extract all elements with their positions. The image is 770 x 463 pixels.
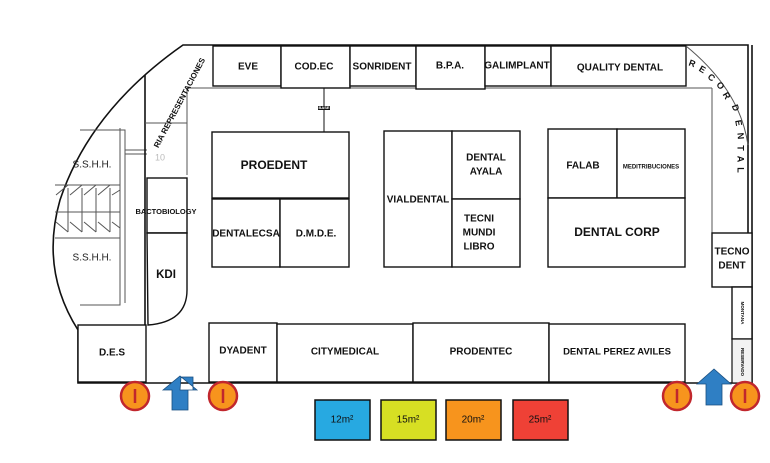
booth-codec[interactable] (280, 45, 351, 89)
svg-text:E: E (697, 64, 707, 76)
booth-falab[interactable] (547, 128, 618, 199)
quality-dental-label: QUALITY DENTAL (577, 63, 663, 74)
exit-marker (729, 380, 761, 412)
legend-label-15: 15m² (397, 415, 420, 426)
outer-wall (52, 44, 749, 384)
dental-perez-aviles-label: DENTAL PEREZ AVILES (563, 347, 671, 358)
prodentec-label: PRODENTEC (450, 347, 513, 358)
top-row: EVE COD.EC SONRIDENT B.P.A. GALIMPLANT Q… (212, 45, 687, 90)
island-center: VIALDENTAL DENTAL AYALA TECNI MUNDI LIBR… (383, 130, 521, 268)
booth-bactobiology[interactable] (146, 177, 188, 234)
svg-text:E: E (733, 119, 744, 127)
dental-ayala-label-2: AYALA (470, 167, 503, 178)
exit-marker: I (119, 380, 151, 412)
entrance-arrow-icon (161, 375, 199, 411)
space-number-10: 10 (155, 152, 165, 162)
svg-text:A: A (736, 156, 746, 163)
legend-label-12: 12m² (331, 415, 354, 426)
svg-text:D: D (730, 103, 742, 113)
svg-text:R: R (687, 58, 697, 70)
booth-dmde[interactable] (279, 198, 350, 268)
falab-label: FALAB (566, 161, 599, 172)
codec-label: COD.EC (295, 62, 334, 73)
restroom-top-label: S.S.H.H. (73, 160, 112, 171)
meditribuciones-label: MEDITRIBUCIONES (623, 165, 679, 171)
island-right: FALAB MEDITRIBUCIONES DENTAL CORP (547, 128, 686, 268)
legend: 12m² 15m² 20m² 25m² (314, 399, 569, 441)
svg-text:R: R (721, 90, 733, 101)
booth-vialdental[interactable] (383, 130, 453, 268)
legend-swatch-12 (314, 399, 371, 441)
booth-quality-dental[interactable] (550, 45, 687, 87)
legend-swatch-15 (380, 399, 437, 441)
dental-corp-label: DENTAL CORP (574, 225, 660, 239)
legend-label-20: 20m² (462, 415, 485, 426)
column-base-marker (318, 106, 330, 110)
booth-tecno-dent[interactable] (711, 232, 753, 288)
reservado-label: RESERVADO (740, 348, 745, 377)
booth-bpa[interactable] (415, 45, 486, 90)
island-left: PROEDENT DENTALECSA D.M.D.E. (211, 131, 350, 268)
ria-representaciones-label: RIA REPRESENTACIONES (152, 56, 207, 150)
entrance-arrow-icon (695, 368, 733, 406)
exit-marker (661, 380, 693, 412)
booth-dental-ayala[interactable] (451, 130, 521, 200)
svg-text:C: C (706, 72, 718, 84)
dent-label: DENT (718, 261, 745, 272)
tecno-label: TECNO (715, 247, 750, 258)
booth-sonrident[interactable] (349, 45, 417, 87)
booth-prodentec[interactable] (412, 322, 550, 383)
legend-label-25: 25m² (529, 415, 552, 426)
svg-text:L: L (736, 167, 746, 173)
tecni-label: TECNI (464, 214, 494, 225)
dental-ayala-label-1: DENTAL (466, 153, 506, 164)
booth-dentalecsa[interactable] (211, 198, 281, 268)
booth-dental-perez-aviles[interactable] (548, 323, 686, 383)
libro-label: LIBRO (463, 242, 494, 253)
bottom-row: DYADENT CITYMEDICAL PRODENTEC DENTAL PER… (208, 322, 686, 383)
des-label: D.E.S (99, 348, 125, 359)
legend-swatch-20 (445, 399, 502, 441)
svg-text:N: N (735, 132, 746, 139)
booth-proedent[interactable] (211, 131, 350, 199)
restroom-area: S.S.H.H. S.S.H.H. (55, 128, 147, 306)
bpa-label: B.P.A. (436, 61, 464, 72)
bactobiology-label: BACTOBIOLOGY (135, 207, 196, 216)
recor-dental-label: R E C O R D E N T A L (687, 58, 745, 174)
dmde-label: D.M.D.E. (296, 229, 337, 240)
booth-dental-corp[interactable] (547, 197, 686, 268)
booth-dyadent[interactable] (208, 322, 278, 383)
vialdental-label: VIALDENTAL (387, 195, 450, 206)
svg-text:O: O (714, 80, 726, 92)
booth-kdi[interactable] (146, 232, 188, 326)
mundi-label: MUNDI (463, 228, 496, 239)
booth-citymedical[interactable] (276, 323, 414, 383)
dentalecsa-label: DENTALECSA (212, 229, 280, 240)
legend-swatch-25 (512, 399, 569, 441)
galimplant-label: GALIMPLANT (484, 61, 550, 72)
dyadent-label: DYADENT (219, 346, 266, 357)
exit-marker (207, 380, 239, 412)
booth-tecni-mundi-libro[interactable] (451, 198, 521, 268)
svg-text:T: T (736, 145, 746, 151)
proedent-label: PROEDENT (241, 158, 308, 172)
restroom-bottom-label: S.S.H.H. (73, 253, 112, 264)
kdi-label: KDI (156, 269, 176, 281)
montana-label: MONTANA (740, 302, 745, 325)
citymedical-label: CITYMEDICAL (311, 347, 379, 358)
booth-des[interactable] (77, 324, 147, 383)
booth-galimplant[interactable] (484, 45, 552, 87)
sonrident-label: SONRIDENT (353, 62, 412, 73)
column-base-label: BASE (318, 105, 329, 110)
booth-meditribuciones[interactable] (616, 128, 686, 199)
eve-label: EVE (238, 62, 258, 73)
